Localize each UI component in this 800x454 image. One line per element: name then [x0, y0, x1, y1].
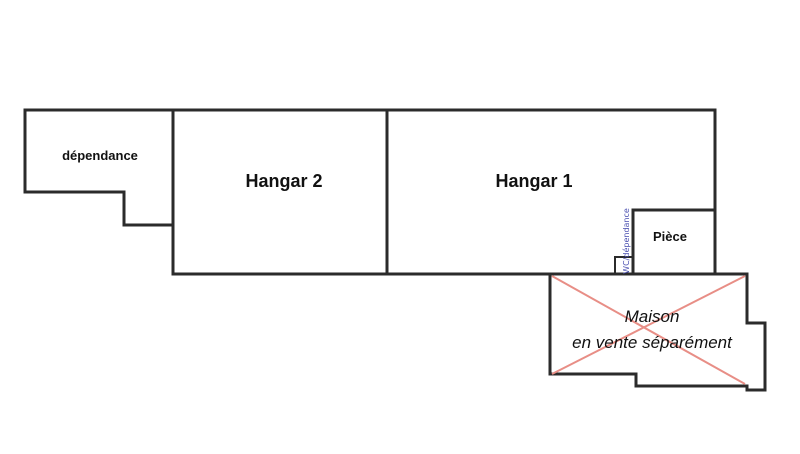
- wc-label: WC/dépendance: [621, 208, 631, 274]
- dependance-walls: [23, 108, 175, 227]
- hangar2-walls: [171, 108, 389, 276]
- piece-label: Pièce: [653, 229, 687, 244]
- hangar1-label: Hangar 1: [495, 171, 572, 191]
- maison-cross-line-1: [551, 275, 746, 385]
- maison-label-line2: en vente séparément: [572, 333, 733, 352]
- maison-label-line1: Maison: [625, 307, 680, 326]
- maison-cross-line-2: [551, 275, 746, 375]
- hangar2-label: Hangar 2: [245, 171, 322, 191]
- maison-walls: [548, 272, 767, 392]
- hangar1-walls: [385, 108, 717, 276]
- dependance-label: dépendance: [62, 148, 138, 163]
